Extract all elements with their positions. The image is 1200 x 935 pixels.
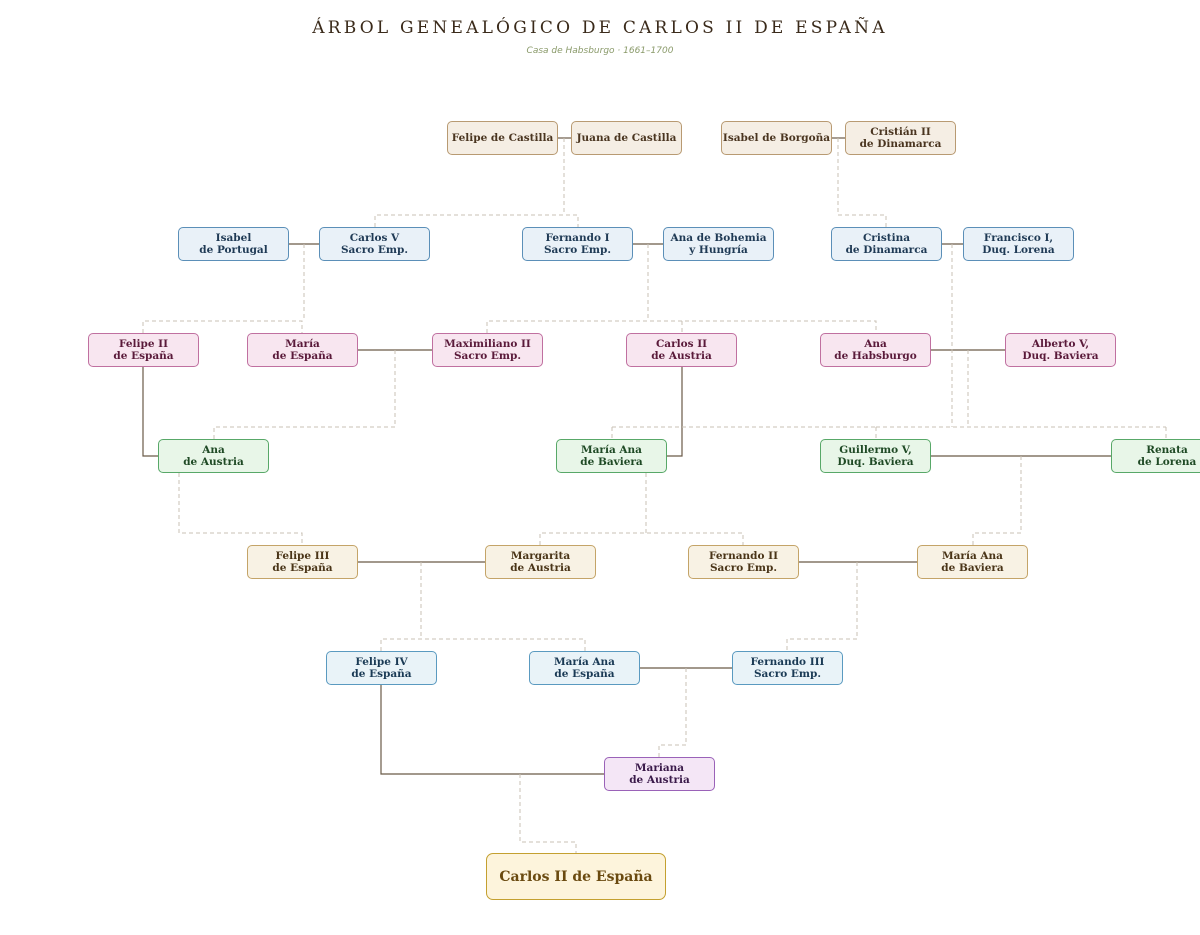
descent-line <box>213 350 396 439</box>
person-maria-ana-de-baviera-1[interactable]: María Ana de Baviera <box>556 439 667 473</box>
person-felipe-ii[interactable]: Felipe II de España <box>88 333 199 367</box>
marriage-line <box>380 685 604 775</box>
person-felipe-iv[interactable]: Felipe IV de España <box>326 651 437 685</box>
person-isabel-de-borgona[interactable]: Isabel de Borgoña <box>721 121 832 155</box>
descent-line <box>142 320 303 333</box>
person-carlos-ii-de-espana[interactable]: Carlos II de España <box>486 853 666 900</box>
page-subtitle: Casa de Habsburgo · 1661–1700 <box>526 46 674 56</box>
person-maria-ana-de-baviera-2[interactable]: María Ana de Baviera <box>917 545 1028 579</box>
person-cristina-de-dinamarca[interactable]: Cristina de Dinamarca <box>831 227 942 261</box>
page-title: ÁRBOL GENEALÓGICO DE CARLOS II DE ESPAÑA <box>312 18 888 38</box>
marriage-line <box>142 367 158 457</box>
person-carlos-ii-de-austria[interactable]: Carlos II de Austria <box>626 333 737 367</box>
person-ana-de-bohemia[interactable]: Ana de Bohemia y Hungría <box>663 227 774 261</box>
marriage-line <box>667 367 683 457</box>
person-cristian-ii[interactable]: Cristián II de Dinamarca <box>845 121 956 155</box>
descent-line <box>178 473 303 545</box>
person-renata-de-lorena[interactable]: Renata de Lorena <box>1111 439 1200 473</box>
descent-line <box>539 532 744 545</box>
person-maximiliano-ii[interactable]: Maximiliano II Sacro Emp. <box>432 333 543 367</box>
person-maria-ana-de-espana[interactable]: María Ana de España <box>529 651 640 685</box>
person-felipe-iii[interactable]: Felipe III de España <box>247 545 358 579</box>
descent-line <box>519 774 577 853</box>
person-mariana-de-austria[interactable]: Mariana de Austria <box>604 757 715 791</box>
person-juana-de-castilla[interactable]: Juana de Castilla <box>571 121 682 155</box>
person-maria-de-espana[interactable]: María de España <box>247 333 358 367</box>
person-guillermo-v[interactable]: Guillermo V, Duq. Baviera <box>820 439 931 473</box>
person-fernando-ii[interactable]: Fernando II Sacro Emp. <box>688 545 799 579</box>
person-francisco-i[interactable]: Francisco I, Duq. Lorena <box>963 227 1074 261</box>
person-isabel-de-portugal[interactable]: Isabel de Portugal <box>178 227 289 261</box>
person-felipe-de-castilla[interactable]: Felipe de Castilla <box>447 121 558 155</box>
descent-line <box>786 562 858 651</box>
person-fernando-i[interactable]: Fernando I Sacro Emp. <box>522 227 633 261</box>
person-ana-de-austria[interactable]: Ana de Austria <box>158 439 269 473</box>
descent-line <box>837 138 887 227</box>
person-fernando-iii[interactable]: Fernando III Sacro Emp. <box>732 651 843 685</box>
descent-line <box>380 638 586 651</box>
person-ana-de-habsburgo[interactable]: Ana de Habsburgo <box>820 333 931 367</box>
person-alberto-v[interactable]: Alberto V, Duq. Baviera <box>1005 333 1116 367</box>
person-carlos-v[interactable]: Carlos V Sacro Emp. <box>319 227 430 261</box>
descent-line <box>374 214 579 227</box>
person-margarita-de-austria[interactable]: Margarita de Austria <box>485 545 596 579</box>
descent-line <box>972 456 1022 545</box>
descent-line <box>658 668 687 757</box>
